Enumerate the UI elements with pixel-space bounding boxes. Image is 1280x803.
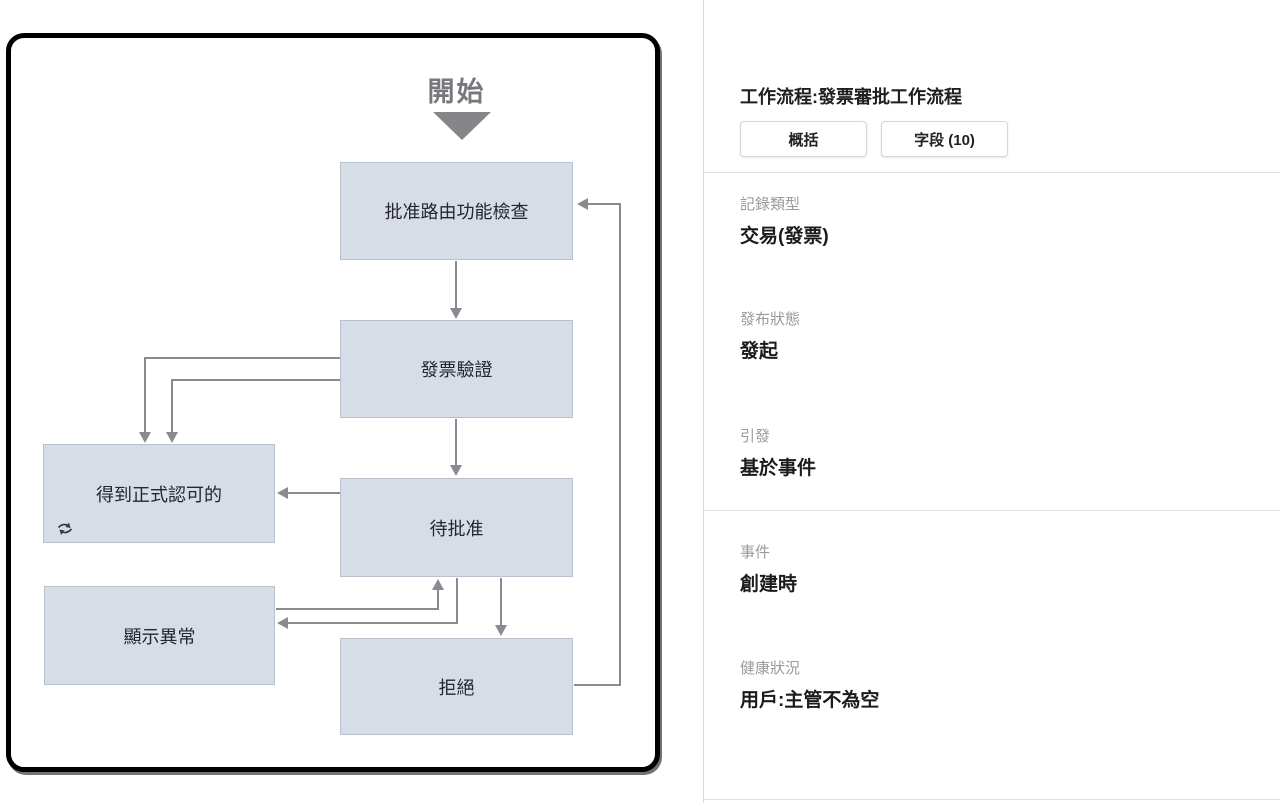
- field-record-type: 記錄類型 交易(發票): [740, 195, 829, 250]
- field-label: 引發: [740, 428, 771, 445]
- flow-node-approved[interactable]: 得到正式認可的: [43, 444, 275, 543]
- node-label: 得到正式認可的: [96, 484, 222, 505]
- section-divider: [704, 172, 1280, 173]
- field-label: 事件: [740, 544, 771, 561]
- field-event: 事件 創建時: [740, 543, 797, 598]
- field-value: 基於事件: [740, 458, 817, 479]
- workflow-title: 工作流程:發票審批工作流程: [740, 87, 962, 107]
- field-label: 記錄類型: [740, 196, 801, 213]
- node-label: 待批准: [429, 518, 484, 539]
- field-value: 發起: [740, 341, 779, 362]
- field-release-status: 發布狀態 發起: [740, 310, 800, 365]
- field-value: 用戶:主管不為空: [740, 690, 880, 711]
- flow-node-reject[interactable]: 拒絕: [340, 638, 573, 735]
- field-value: 交易(發票): [740, 226, 829, 247]
- tab-fields[interactable]: 字段 (10): [881, 121, 1008, 157]
- flow-node-approval-routing-check[interactable]: 批准路由功能檢查: [340, 162, 573, 260]
- node-label: 拒絕: [438, 677, 475, 698]
- flow-node-show-exception[interactable]: 顯示異常: [44, 586, 275, 685]
- loop-icon: [57, 522, 73, 535]
- panel-divider: [703, 0, 704, 803]
- node-label: 批准路由功能檢查: [384, 202, 529, 222]
- flow-node-pending-approval[interactable]: 待批准: [340, 478, 573, 577]
- field-label: 發布狀態: [740, 311, 801, 328]
- node-label: 發票驗證: [420, 360, 493, 380]
- start-label: 開始: [427, 77, 486, 107]
- field-label: 健康狀況: [740, 660, 801, 677]
- section-divider: [704, 510, 1280, 511]
- section-divider: [704, 799, 1280, 800]
- panel-tabs: 概括 字段 (10): [740, 121, 1008, 157]
- flow-node-invoice-validation[interactable]: 發票驗證: [340, 320, 573, 418]
- tab-summary[interactable]: 概括: [740, 121, 867, 157]
- node-label: 顯示異常: [123, 626, 196, 647]
- field-value: 創建時: [740, 574, 798, 595]
- field-trigger: 引發 基於事件: [740, 427, 816, 482]
- field-health: 健康狀況 用戶:主管不為空: [740, 659, 879, 714]
